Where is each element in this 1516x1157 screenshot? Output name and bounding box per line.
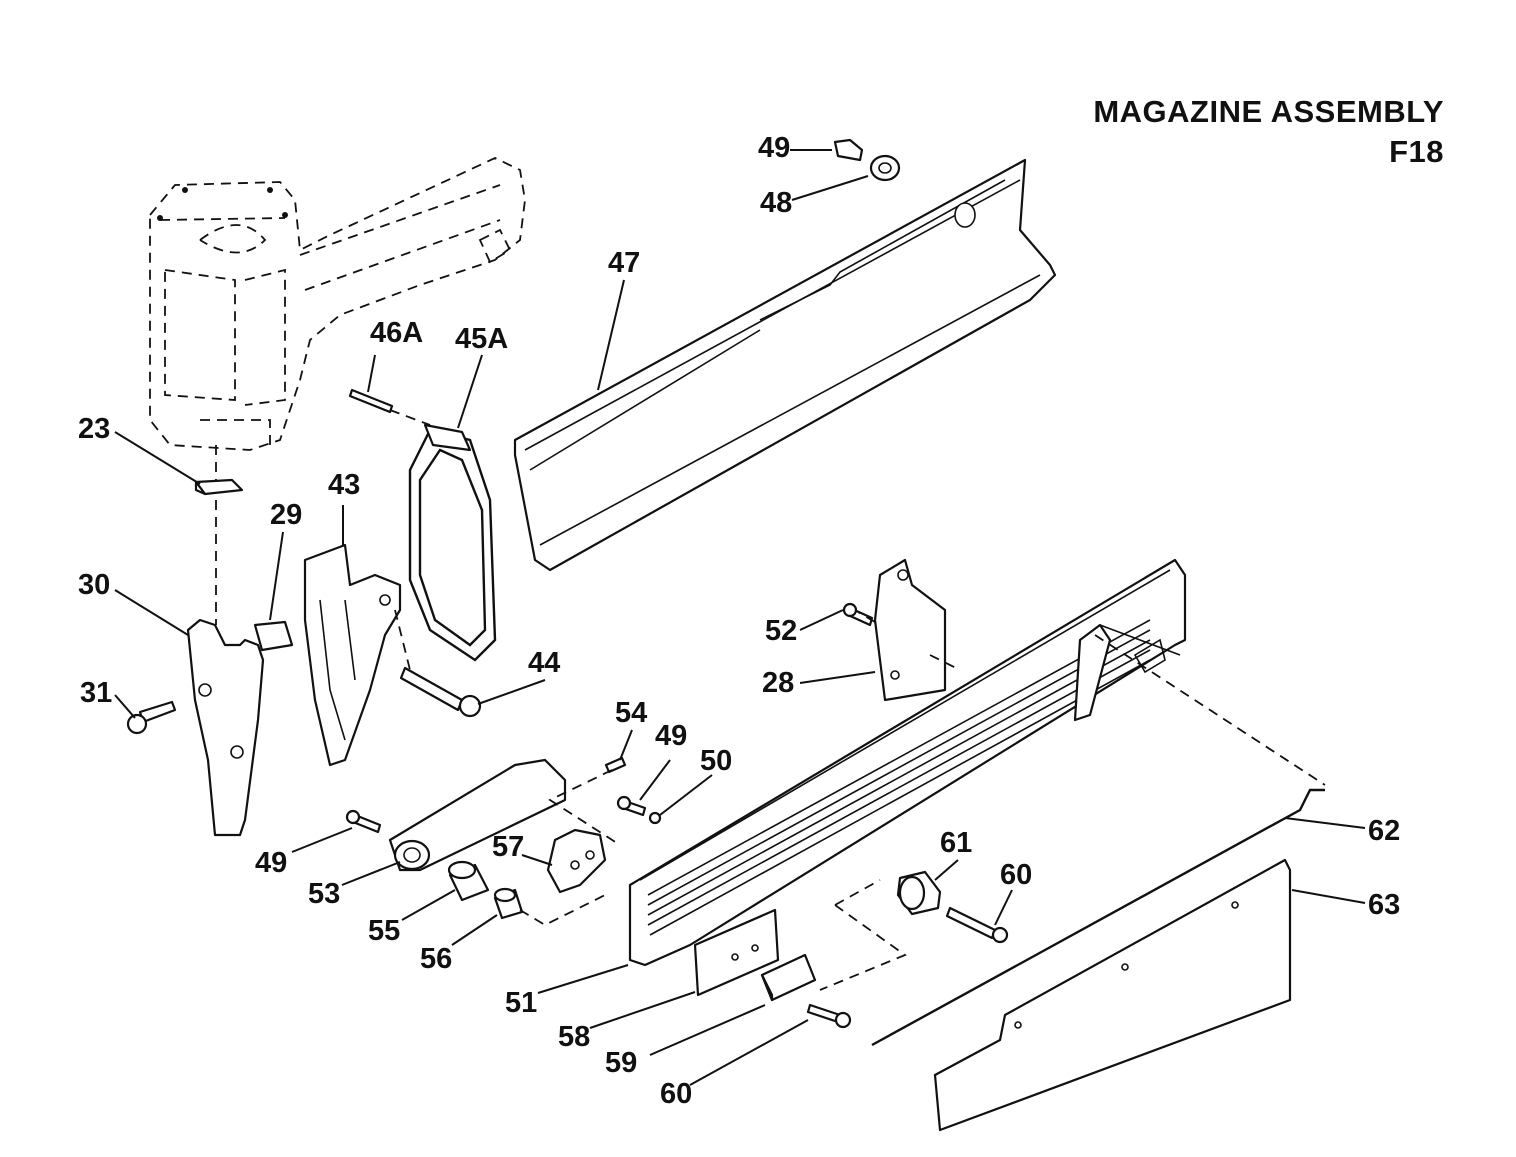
- magazine-channel-47: [513, 158, 1057, 572]
- screw-49-middle: [616, 795, 647, 817]
- callout-57: 57: [492, 831, 524, 863]
- callout-47: 47: [608, 247, 640, 279]
- callout-58: 58: [558, 1021, 590, 1053]
- callout-30: 30: [78, 569, 110, 601]
- bushing-55: [447, 860, 490, 902]
- insert-29: [253, 620, 294, 652]
- callout-52: 52: [765, 615, 797, 647]
- leader-lines: [114, 149, 1366, 1086]
- callout-49-middle: 49: [655, 720, 687, 752]
- bushing-48: [869, 154, 901, 182]
- plate-63: [933, 858, 1292, 1132]
- screw-31: [126, 700, 177, 735]
- callout-50: 50: [700, 745, 732, 777]
- screw-49-left: [345, 809, 382, 834]
- tool-body-phantom: [149, 157, 526, 451]
- washer-50: [648, 811, 662, 825]
- wire-62: [871, 788, 1325, 1047]
- screw-49-top: [833, 138, 864, 162]
- block-23: [194, 478, 244, 496]
- callout-44: 44: [528, 647, 560, 679]
- screw-54: [604, 756, 627, 774]
- callout-53: 53: [308, 878, 340, 910]
- callout-49-left: 49: [255, 847, 287, 879]
- knob-61: [896, 870, 942, 916]
- callout-31: 31: [80, 677, 112, 709]
- callout-29: 29: [270, 499, 302, 531]
- pin-46a: [348, 388, 394, 414]
- wire-latch-45a: [408, 423, 497, 662]
- diagram-title: MAGAZINE ASSEMBLY: [1093, 94, 1444, 129]
- callout-48: 48: [760, 187, 792, 219]
- callout-43: 43: [328, 469, 360, 501]
- diagram-code: F18: [1389, 134, 1444, 169]
- callout-62: 62: [1368, 815, 1400, 847]
- assembly-lines: [215, 409, 1326, 991]
- callout-28: 28: [762, 667, 794, 699]
- callout-labels: 49 48 47 46A 45A 23 29 43 30 31 44 52 28…: [78, 132, 1400, 1110]
- callout-49-top: 49: [758, 132, 790, 164]
- callout-60-bottom: 60: [660, 1078, 692, 1110]
- plate-58: [693, 908, 780, 997]
- nose-piece-30: [186, 618, 265, 837]
- callout-55: 55: [368, 915, 400, 947]
- callout-51: 51: [505, 987, 537, 1019]
- screw-52: [842, 602, 874, 627]
- bushing-56: [493, 887, 524, 920]
- callout-59: 59: [605, 1047, 637, 1079]
- callout-23: 23: [78, 413, 110, 445]
- callout-56: 56: [420, 943, 452, 975]
- callout-60-right: 60: [1000, 859, 1032, 891]
- arm-53: [388, 758, 567, 872]
- pawl-57: [546, 828, 607, 894]
- screw-60-right: [945, 906, 1009, 944]
- callout-63: 63: [1368, 889, 1400, 921]
- bracket-28: [873, 558, 947, 702]
- callout-45a: 45A: [455, 323, 508, 355]
- screw-44: [399, 666, 482, 718]
- callout-61: 61: [940, 827, 972, 859]
- guide-43: [303, 543, 402, 767]
- rail-51: [628, 558, 1187, 967]
- callout-46a: 46A: [370, 317, 423, 349]
- block-59: [760, 953, 817, 1002]
- callout-54: 54: [615, 697, 647, 729]
- screw-60-bottom: [806, 1003, 852, 1029]
